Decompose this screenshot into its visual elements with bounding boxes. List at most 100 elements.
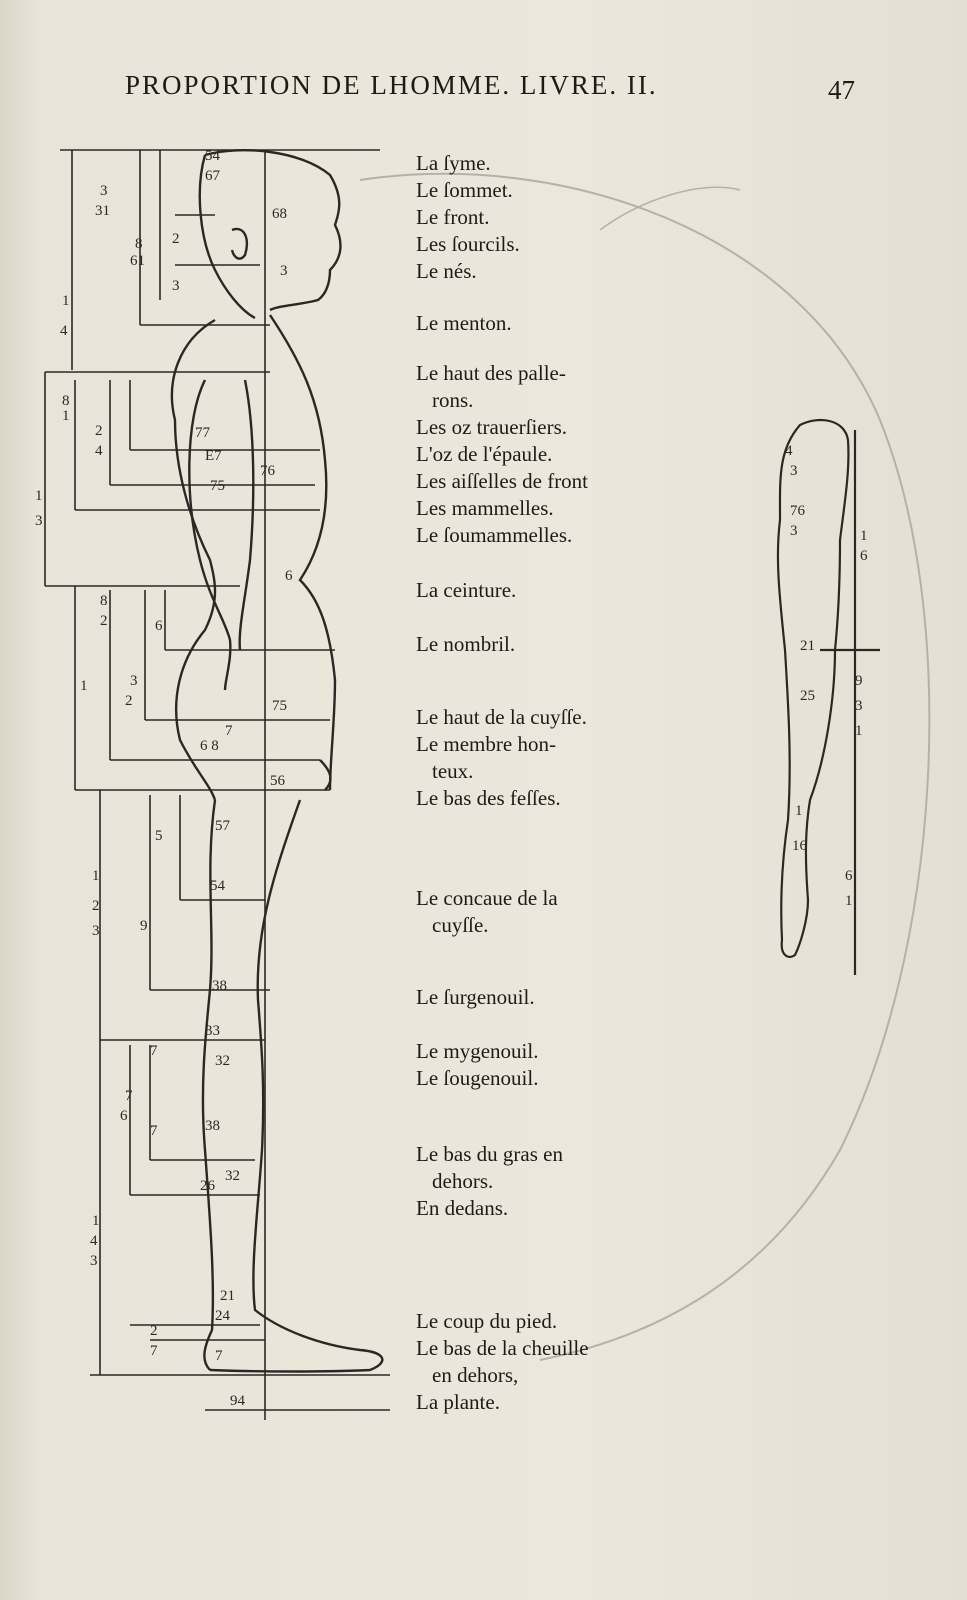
label-bas-cheuille-cont: en dehors,	[432, 1363, 519, 1387]
label-sourcils: Les ſourcils.	[416, 232, 520, 256]
svg-text:1: 1	[92, 1213, 100, 1229]
svg-text:9: 9	[855, 673, 863, 689]
svg-text:3: 3	[172, 278, 180, 294]
svg-text:25: 25	[800, 688, 815, 704]
label-concaue-cuysse-cont: cuyſſe.	[432, 913, 489, 937]
svg-text:7: 7	[150, 1123, 158, 1139]
svg-text:3: 3	[790, 523, 798, 539]
svg-text:57: 57	[215, 818, 231, 834]
svg-text:38: 38	[212, 978, 227, 994]
label-sougenouil: Le ſougenouil.	[416, 1066, 539, 1090]
label-en-dedans: En dedans.	[416, 1196, 509, 1220]
svg-text:75: 75	[210, 478, 225, 494]
label-bas-fesses: Le bas des feſſes.	[416, 786, 561, 810]
label-membre-honteux: Le membre hon-	[416, 732, 556, 756]
svg-text:2: 2	[100, 613, 108, 629]
svg-text:6: 6	[285, 568, 293, 584]
label-ceinture: La ceinture.	[416, 578, 517, 602]
svg-text:67: 67	[205, 168, 221, 184]
svg-text:21: 21	[800, 638, 815, 654]
label-mygenouil: Le mygenouil.	[416, 1039, 539, 1063]
svg-text:3: 3	[790, 463, 798, 479]
svg-text:3: 3	[35, 513, 43, 529]
svg-text:68: 68	[272, 206, 287, 222]
label-sommet: Le ſommet.	[416, 178, 513, 202]
svg-text:3: 3	[100, 183, 108, 199]
svg-text:3: 3	[280, 263, 288, 279]
svg-text:2: 2	[150, 1323, 158, 1339]
svg-text:3: 3	[90, 1253, 98, 1269]
svg-text:7: 7	[125, 1088, 133, 1104]
svg-text:E7: E7	[205, 448, 222, 464]
svg-text:32: 32	[225, 1168, 240, 1184]
svg-text:4: 4	[90, 1233, 98, 1249]
svg-text:76: 76	[260, 463, 276, 479]
label-plante: La plante.	[416, 1390, 500, 1414]
svg-text:8: 8	[62, 393, 70, 409]
svg-text:21: 21	[220, 1288, 235, 1304]
svg-text:7: 7	[150, 1343, 158, 1359]
label-aisselles: Les aiſſelles de front	[416, 469, 589, 493]
svg-text:1: 1	[855, 723, 863, 739]
svg-text:2: 2	[95, 423, 103, 439]
label-membre-honteux-cont: teux.	[432, 759, 474, 783]
svg-text:6: 6	[860, 548, 868, 564]
label-menton: Le menton.	[416, 311, 512, 335]
svg-text:6: 6	[845, 868, 853, 884]
svg-text:7: 7	[150, 1043, 158, 1059]
page-number: 47	[828, 75, 855, 105]
svg-text:61: 61	[130, 253, 145, 269]
label-mammelles: Les mammelles.	[416, 496, 554, 520]
label-haut-cuysse: Le haut de la cuyſſe.	[416, 705, 587, 729]
svg-text:31: 31	[95, 203, 110, 219]
svg-text:75: 75	[272, 698, 287, 714]
label-haut-pallerons: Le haut des palle-	[416, 361, 566, 385]
label-soumammelles: Le ſoumammelles.	[416, 523, 573, 547]
svg-text:3: 3	[855, 698, 863, 714]
label-concaue-cuysse: Le concaue de la	[416, 886, 558, 910]
svg-text:6: 6	[155, 618, 163, 634]
label-bas-gras-dehors: Le bas du gras en	[416, 1142, 563, 1166]
svg-text:38: 38	[205, 1118, 220, 1134]
svg-text:1: 1	[92, 868, 100, 884]
svg-text:1: 1	[80, 678, 88, 694]
svg-text:2: 2	[92, 898, 100, 914]
svg-text:8: 8	[135, 236, 143, 252]
label-front: Le front.	[416, 205, 490, 229]
svg-text:2: 2	[125, 693, 133, 709]
svg-text:4: 4	[95, 443, 103, 459]
svg-text:4: 4	[60, 323, 68, 339]
svg-text:6: 6	[120, 1108, 128, 1124]
label-surgenouil: Le ſurgenouil.	[416, 985, 535, 1009]
svg-text:77: 77	[195, 425, 211, 441]
svg-text:24: 24	[215, 1308, 231, 1324]
svg-text:1: 1	[860, 528, 868, 544]
label-oz-epaule: L'oz de l'épaule.	[416, 442, 553, 466]
svg-text:3: 3	[92, 923, 100, 939]
svg-text:76: 76	[790, 503, 806, 519]
bottom-measure-number: 94	[230, 1393, 246, 1409]
svg-text:9: 9	[140, 918, 148, 934]
label-haut-pallerons-cont: rons.	[432, 388, 474, 412]
svg-text:7: 7	[215, 1348, 223, 1364]
svg-text:26: 26	[200, 1178, 216, 1194]
svg-text:8: 8	[100, 593, 108, 609]
svg-text:32: 32	[215, 1053, 230, 1069]
label-coup-pied: Le coup du pied.	[416, 1309, 558, 1333]
svg-text:1: 1	[795, 803, 803, 819]
svg-text:5: 5	[155, 828, 163, 844]
svg-text:1: 1	[845, 893, 853, 909]
header-title: PROPORTION DE LHOMME. LIVRE. II.	[125, 70, 658, 100]
svg-text:1: 1	[35, 488, 43, 504]
svg-text:3: 3	[130, 673, 138, 689]
svg-text:33: 33	[205, 1023, 220, 1039]
svg-text:2: 2	[172, 231, 180, 247]
label-oz-trauersiers: Les oz trauerſiers.	[416, 415, 568, 439]
svg-text:16: 16	[792, 838, 808, 854]
svg-text:56: 56	[270, 773, 286, 789]
running-header: PROPORTION DE LHOMME. LIVRE. II. 47	[125, 70, 885, 110]
label-syme: La ſyme.	[416, 151, 491, 175]
